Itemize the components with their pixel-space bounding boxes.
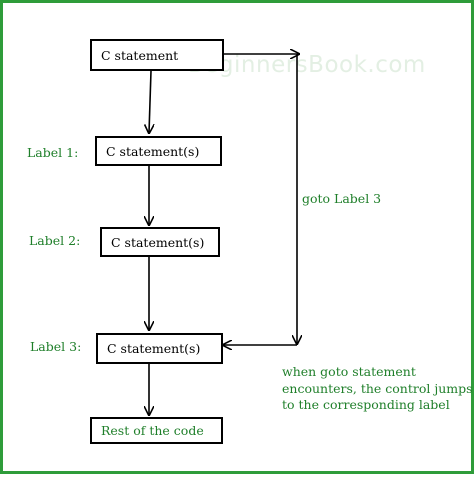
start-statement-box: C statement xyxy=(90,39,224,71)
label3-statement-box: C statement(s) xyxy=(96,333,223,364)
label2-statement-box: C statement(s) xyxy=(100,227,220,257)
goto-explanation-note: when goto statement encounters, the cont… xyxy=(282,364,473,414)
watermark-logo: BeginnersBook.com xyxy=(188,52,426,78)
label-2: Label 2: xyxy=(29,233,81,248)
goto-label: goto Label 3 xyxy=(302,191,382,206)
label-3: Label 3: xyxy=(30,339,82,354)
label1-statement-box: C statement(s) xyxy=(95,136,222,166)
rest-of-code-box: Rest of the code xyxy=(90,417,223,444)
label-1: Label 1: xyxy=(27,145,79,160)
arrow-start-to-label1 xyxy=(149,70,151,133)
note-line-2: encounters, the control jumps xyxy=(282,380,473,396)
note-line-3: to the corresponding label xyxy=(282,397,450,412)
flow-arrows xyxy=(3,3,474,477)
note-line-1: when goto statement xyxy=(282,364,416,379)
